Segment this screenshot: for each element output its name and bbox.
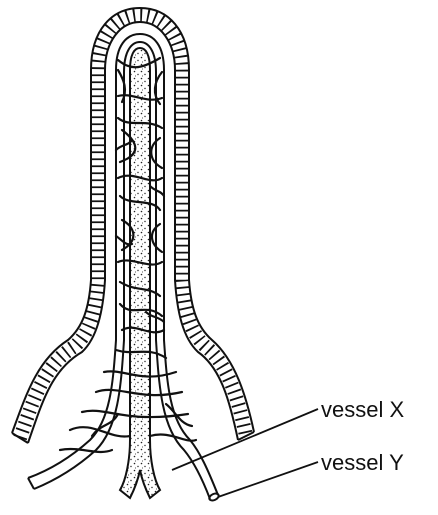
label-vessel-y: vessel Y [321, 450, 404, 476]
leader-lines [172, 409, 318, 497]
lacteal-vessel [120, 48, 160, 498]
core-boundary [28, 34, 220, 502]
label-vessel-x: vessel X [321, 397, 404, 423]
leader-line-y [218, 462, 318, 497]
